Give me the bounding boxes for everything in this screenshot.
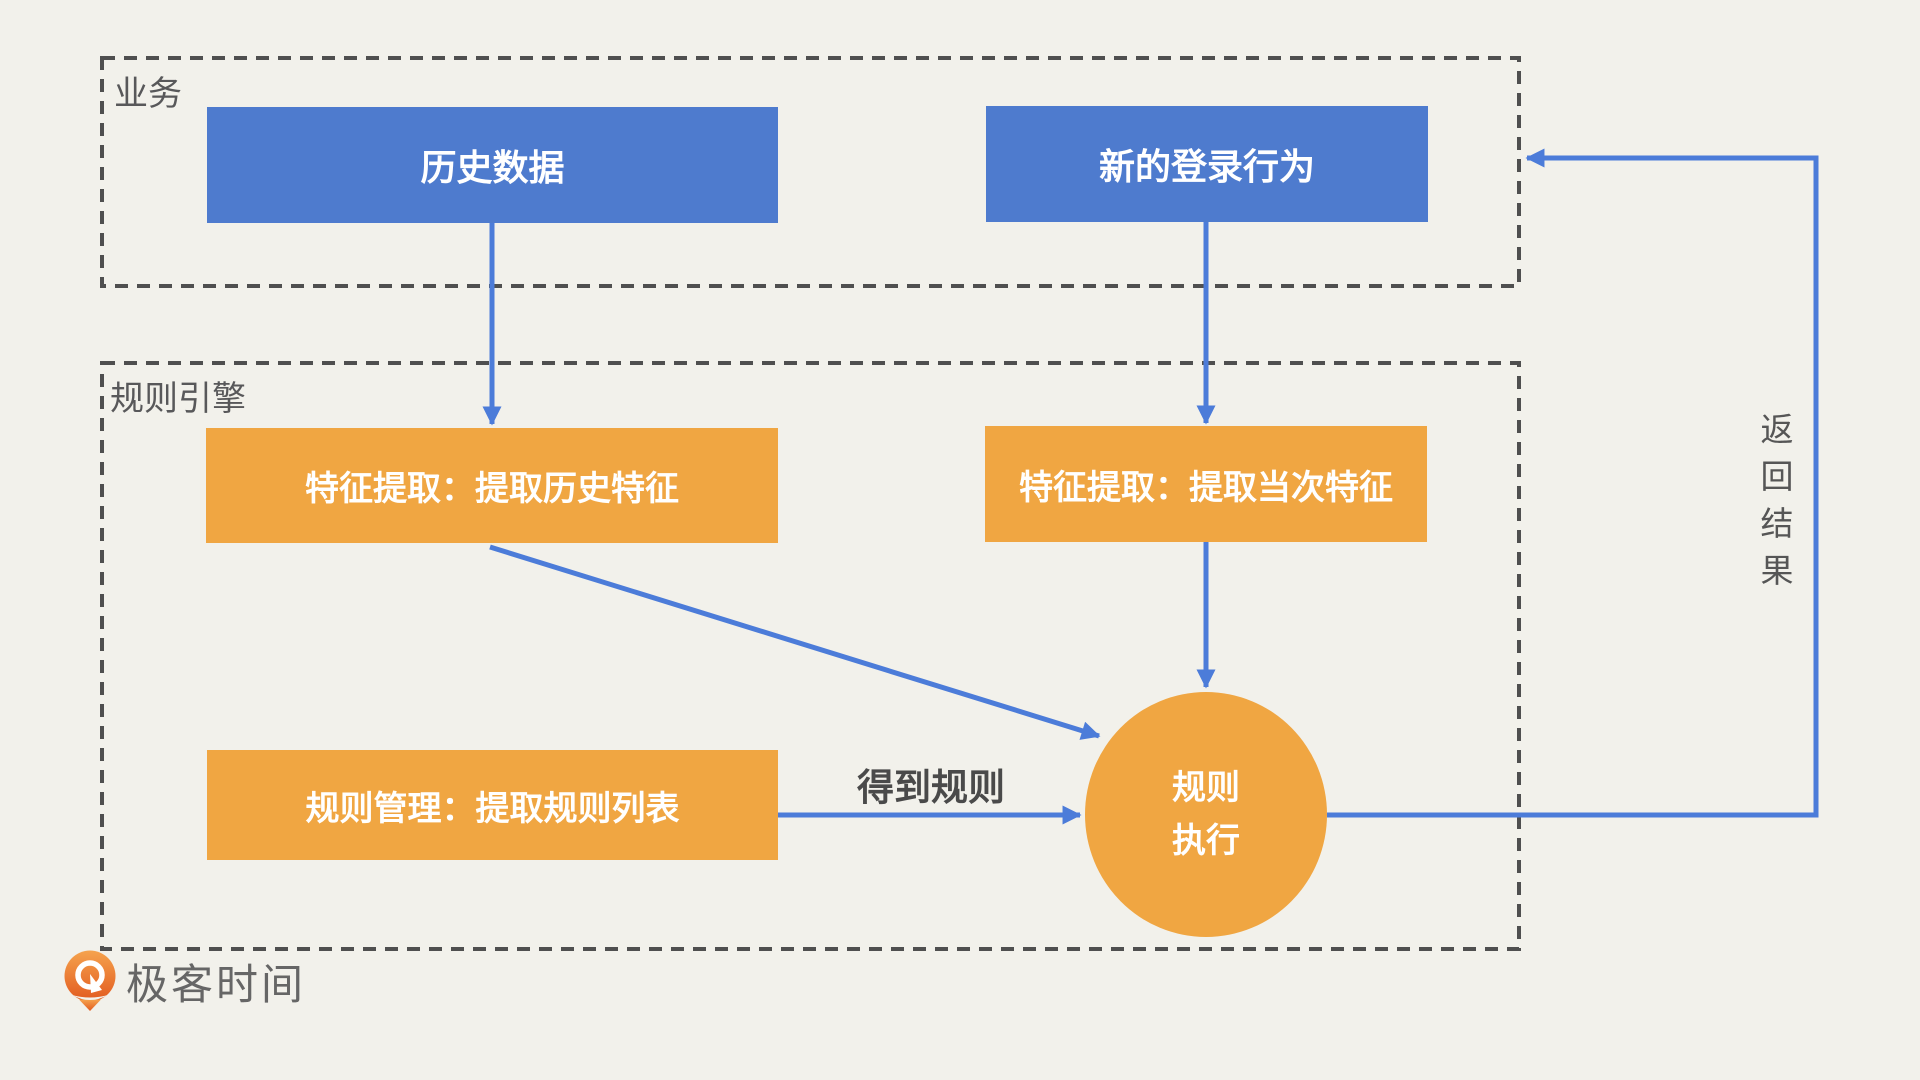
geektime-logo-icon xyxy=(64,950,116,1011)
node-rule-management: 规则管理：提取规则列表 xyxy=(207,750,778,860)
brand-logo-text: 极客时间 xyxy=(126,960,307,1008)
edge-label-get-rules: 得到规则 xyxy=(857,767,1005,808)
edge-label-return-result: 返回结果 xyxy=(1756,412,1793,600)
business-group-label: 业务 xyxy=(114,75,182,113)
node-feature-extract-current: 特征提取：提取当次特征 xyxy=(985,426,1427,542)
node-new-login-behavior: 新的登录行为 xyxy=(986,106,1428,222)
brand-logo: 极客时间 xyxy=(64,950,306,1012)
rule-engine-group-label: 规则引擎 xyxy=(110,380,246,418)
node-history-data: 历史数据 xyxy=(207,107,778,223)
arrow-feature-history-to-execution xyxy=(489,544,1101,740)
node-rule-execution: 规则 执行 xyxy=(1085,692,1327,937)
node-feature-extract-history: 特征提取：提取历史特征 xyxy=(206,428,778,543)
